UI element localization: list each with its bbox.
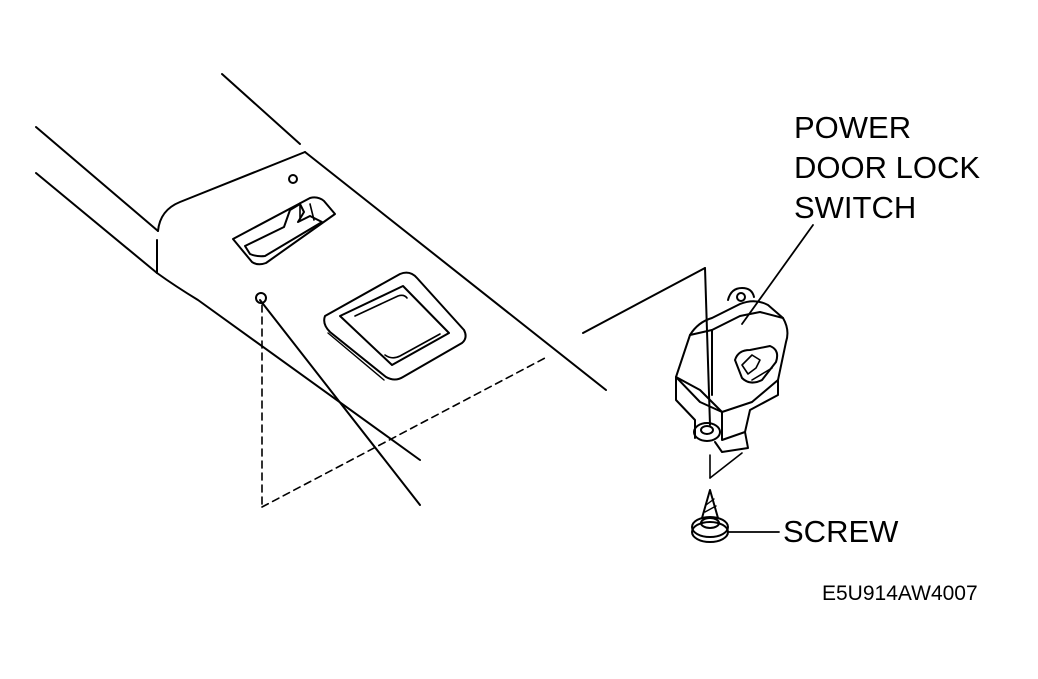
power-door-lock-switch-label: POWER DOOR LOCK SWITCH bbox=[794, 108, 980, 228]
panel-pad bbox=[323, 271, 467, 381]
figure-code: E5U914AW4007 bbox=[822, 582, 978, 605]
screw bbox=[691, 489, 729, 543]
switch-label-line-1: POWER bbox=[794, 110, 912, 145]
leader-lines bbox=[727, 224, 814, 533]
switch-opening bbox=[232, 174, 336, 304]
installation-guide-lines bbox=[261, 304, 546, 508]
switch-label-line-3: SWITCH bbox=[794, 190, 917, 225]
switch-label-line-2: DOOR LOCK bbox=[794, 150, 981, 185]
power-door-lock-switch bbox=[675, 287, 789, 453]
screw-label: SCREW bbox=[783, 514, 899, 549]
door-trim-panel bbox=[35, 73, 607, 506]
